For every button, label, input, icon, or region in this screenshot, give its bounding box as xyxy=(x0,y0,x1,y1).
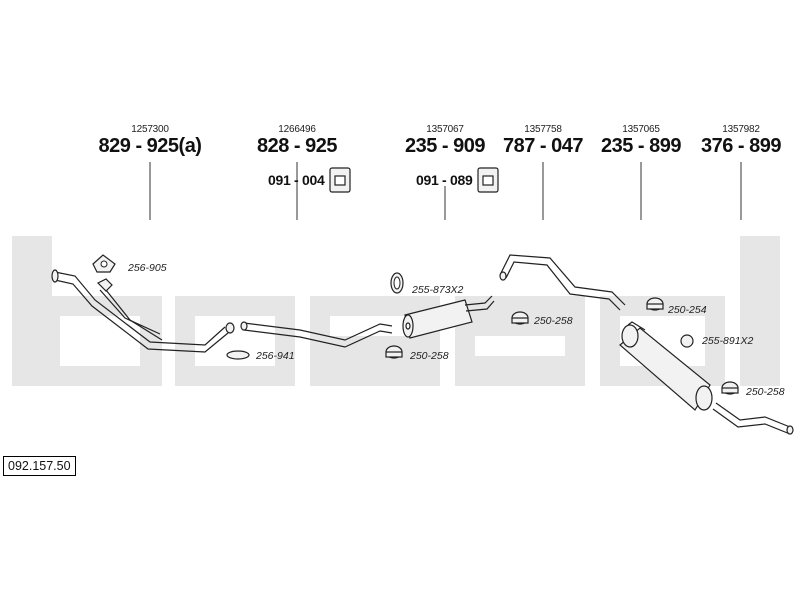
part-number: 829 - 925(a) xyxy=(98,135,202,157)
tail-pipe xyxy=(712,402,794,435)
clamp-icon-d xyxy=(721,381,739,395)
label-gasket-front: 256-905 xyxy=(128,262,167,274)
hanger-icon-2 xyxy=(477,167,499,193)
ring-rear xyxy=(680,334,694,348)
gasket-mid xyxy=(226,350,250,360)
intermediate-pipe xyxy=(240,321,393,348)
part-number: 787 - 047 xyxy=(502,135,584,157)
clamp-icon-a xyxy=(511,311,529,325)
reference-tail-pipe: 1357982 376 - 899 xyxy=(686,124,796,157)
reference-center-silencer: 1357067 235 - 909 xyxy=(390,124,500,157)
reference-rear-intermediate-pipe: 1357758 787 - 047 xyxy=(488,124,598,157)
part-number: 235 - 909 xyxy=(404,135,486,157)
label-ring-rear: 255-891X2 xyxy=(702,335,754,347)
label-gasket-mid: 256-941 xyxy=(256,350,295,362)
reference-intermediate-pipe: 1266496 828 - 925 xyxy=(242,124,352,157)
clamp-icon-b xyxy=(385,345,403,359)
label-clamp-c: 250-254 xyxy=(668,304,707,316)
part-number: 828 - 925 xyxy=(256,135,338,157)
part-number: 376 - 899 xyxy=(700,135,782,157)
clamp-icon-c xyxy=(646,297,664,311)
part-number: 235 - 899 xyxy=(600,135,682,157)
rear-silencer xyxy=(619,321,713,411)
label-clamp-a: 250-258 xyxy=(534,315,573,327)
hanger-code-2: 091 - 089 xyxy=(416,172,473,188)
diagram-id-box: 092.157.50 xyxy=(3,456,76,476)
reference-rear-silencer: 1357065 235 - 899 xyxy=(586,124,696,157)
reference-front-pipe: 1257300 829 - 925(a) xyxy=(95,124,205,157)
oe-number: 1357982 xyxy=(722,124,760,135)
front-pipe xyxy=(51,269,235,353)
oe-number: 1357065 xyxy=(622,124,660,135)
oe-number: 1357758 xyxy=(524,124,562,135)
center-silencer xyxy=(402,295,495,339)
rear-intermediate-pipe xyxy=(499,254,626,311)
oe-number: 1257300 xyxy=(131,124,169,135)
oe-number: 1266496 xyxy=(278,124,316,135)
hanger-icon-1 xyxy=(329,167,351,193)
label-clamp-b: 250-258 xyxy=(410,350,449,362)
leader-lines xyxy=(149,162,742,220)
label-ring-gasket: 255-873X2 xyxy=(412,284,464,296)
oe-number: 1357067 xyxy=(426,124,464,135)
hanger-code-1: 091 - 004 xyxy=(268,172,325,188)
label-clamp-d: 250-258 xyxy=(746,386,785,398)
